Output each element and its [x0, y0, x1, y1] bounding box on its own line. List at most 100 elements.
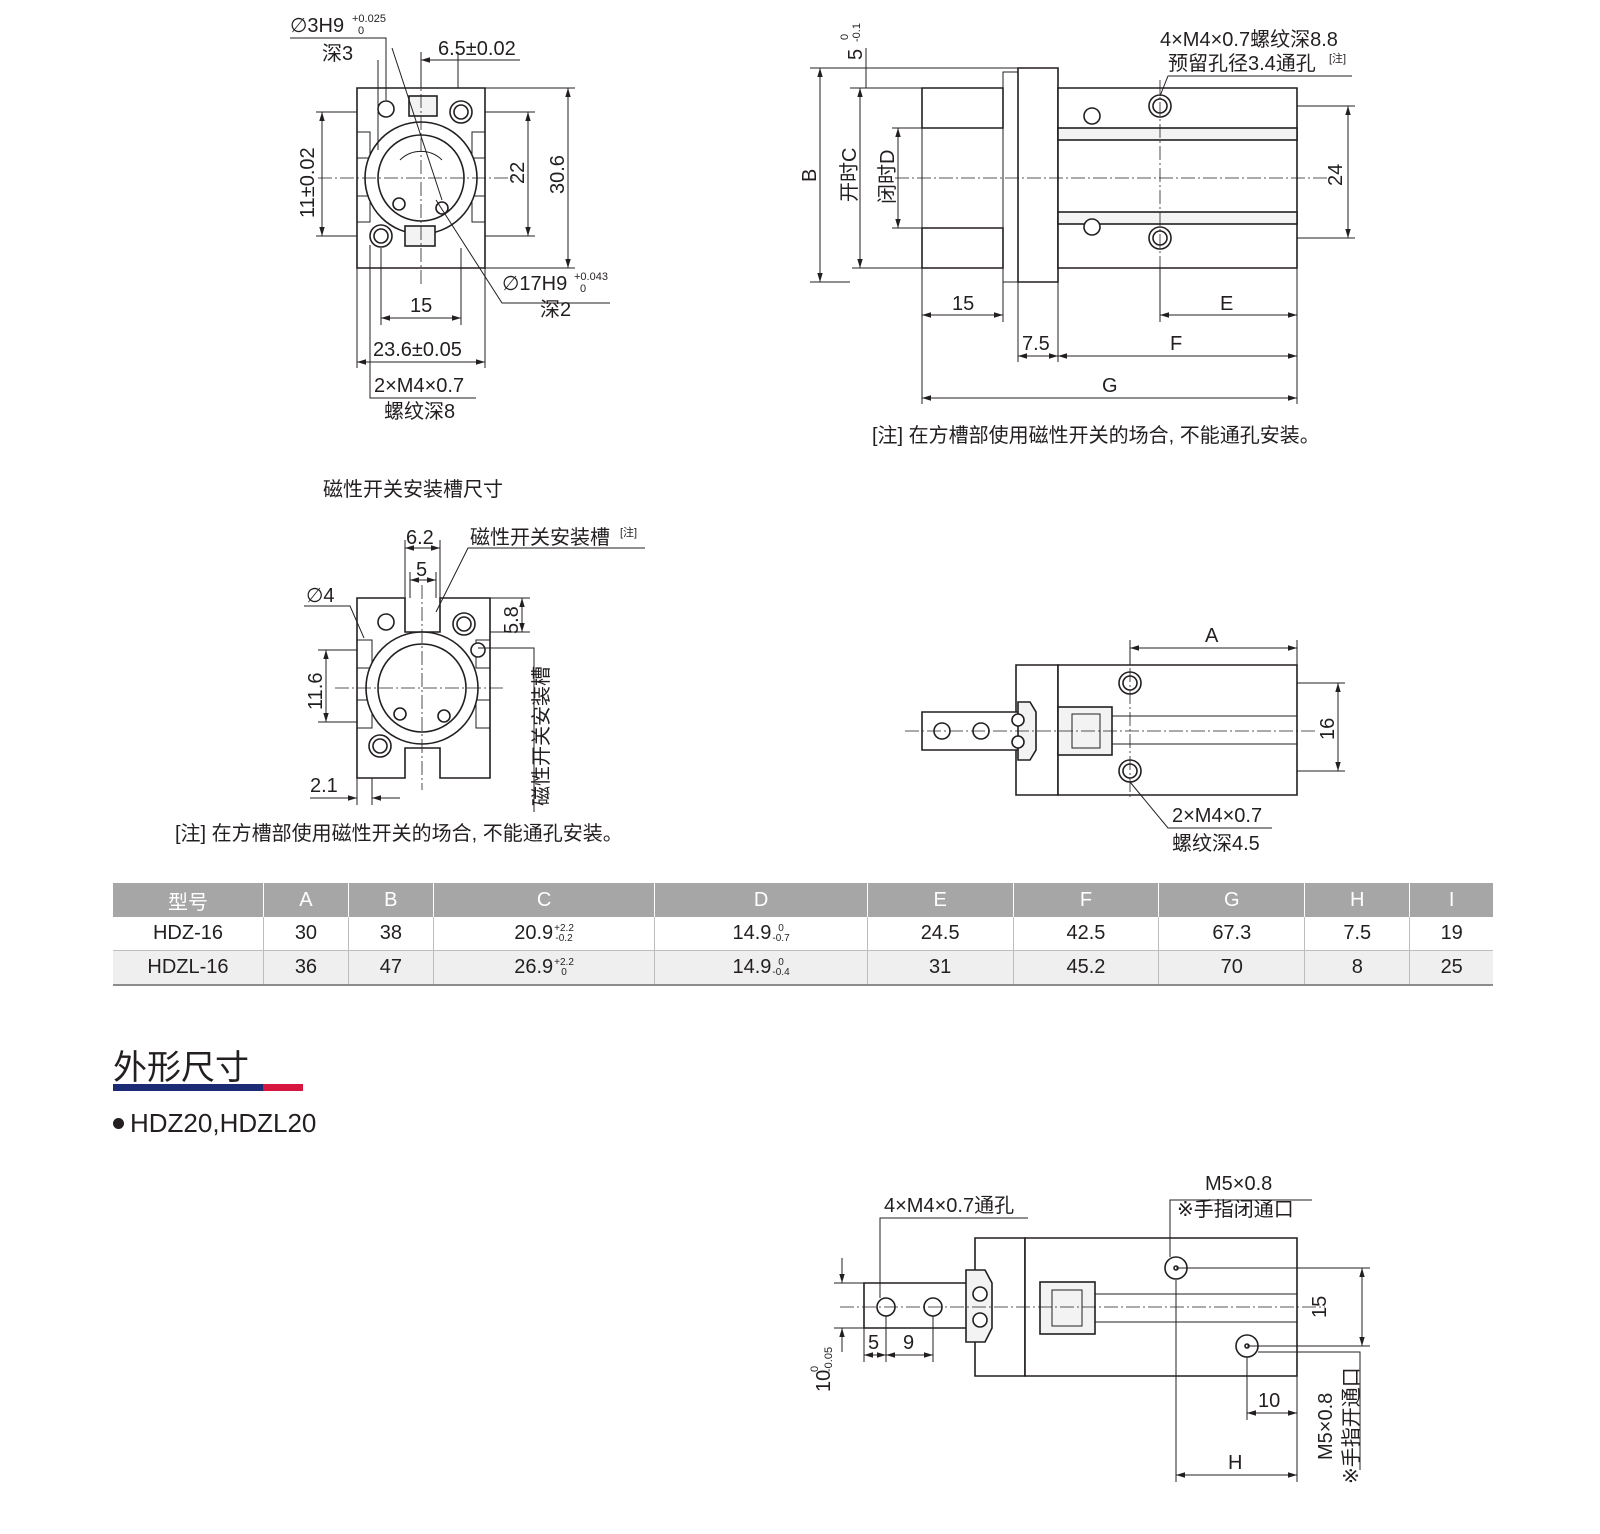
model-line: HDZ20,HDZL20	[113, 1108, 316, 1139]
front-hole-small-depth: 深3	[322, 42, 353, 65]
hdz20-dim-10: 10	[813, 1370, 835, 1392]
header-i: I	[1409, 883, 1493, 917]
slot-dim-5-8: 5.8	[501, 606, 523, 634]
cell-c-lower: 0	[561, 966, 567, 978]
slot-view-drawing: 磁性开关安装槽尺寸 6.2 磁性	[175, 478, 645, 845]
header-g: G	[1158, 883, 1306, 917]
side-label-b: B	[799, 169, 821, 182]
cell-f: 42.5	[1013, 917, 1160, 951]
cell-d-lower: -0.4	[772, 966, 790, 978]
header-a: A	[263, 883, 349, 917]
front-hole-small-tol-upper: +0.025	[352, 13, 386, 25]
side-label-e: E	[1220, 293, 1233, 315]
front-thread-depth: 螺纹深8	[384, 400, 455, 423]
front-dim-top: 6.5±0.02	[438, 38, 516, 60]
side-note: [注] 在方槽部使用磁性开关的场合, 不能通孔安装。	[872, 424, 1320, 447]
spec-table-header-row: 型号 A B C D E F G H I	[113, 883, 1493, 917]
cell-g: 70	[1158, 950, 1306, 986]
top-view-drawing: A 16 2×M4×0.7 螺纹深4.5	[905, 625, 1345, 855]
top-label-a: A	[1205, 625, 1219, 647]
slot-title: 磁性开关安装槽尺寸	[323, 478, 503, 501]
side-label-open: 开时C	[838, 148, 861, 202]
header-h: H	[1304, 883, 1411, 917]
front-dim-30-6: 30.6	[547, 155, 569, 194]
top-thread: 2×M4×0.7	[1172, 805, 1262, 827]
hdz20-dim-10b: 10	[1258, 1390, 1280, 1412]
header-e: E	[867, 883, 1014, 917]
spec-table: 型号 A B C D E F G H I HDZ-16 30 38 20.9+2…	[113, 883, 1493, 986]
hdz20-dim-10-tol-upper: 0	[809, 1366, 821, 1372]
hdz20-view-drawing: 4×M4×0.7通孔 M5×0.8 ※手指闭通口 15 10 0 -0.05 5…	[809, 1173, 1370, 1484]
top-dim-16: 16	[1317, 718, 1339, 740]
header-f: F	[1013, 883, 1160, 917]
front-thread: 2×M4×0.7	[374, 375, 464, 397]
cell-i: 25	[1409, 950, 1493, 986]
hdz20-thread: 4×M4×0.7通孔	[884, 1194, 1014, 1217]
section-title: 外形尺寸	[113, 1049, 249, 1087]
side-label-closed: 闭时D	[876, 150, 899, 204]
hdz20-dim-15: 15	[1309, 1296, 1331, 1318]
cell-f: 45.2	[1013, 950, 1160, 986]
cell-d-tolerance: 0-0.7	[772, 923, 790, 944]
front-hole-large-tol-lower: 0	[580, 283, 586, 295]
front-hole-large-tol-upper: +0.043	[574, 271, 608, 283]
cell-c-upper: +2.2	[554, 922, 574, 934]
hdz20-dim-5: 5	[868, 1332, 879, 1354]
front-dim-left: 11±0.02	[297, 147, 319, 218]
section-title-underline	[113, 1084, 303, 1091]
cell-b: 47	[348, 950, 434, 986]
cell-c-value: 26.9	[514, 956, 554, 978]
underline-blue	[113, 1084, 263, 1091]
cell-h: 8	[1304, 950, 1411, 986]
cell-c-value: 20.9	[514, 922, 554, 944]
cell-c-lower: -0.2	[555, 932, 573, 944]
side-dim-5-tol-upper: 0	[839, 34, 851, 40]
cell-i: 19	[1409, 917, 1493, 951]
hdz20-label-h: H	[1228, 1452, 1242, 1474]
header-model: 型号	[113, 883, 264, 917]
side-dim-5-tol-lower: -0.1	[851, 23, 863, 42]
underline-red	[263, 1084, 303, 1091]
side-label-f: F	[1170, 333, 1182, 355]
front-view-drawing: ∅3H9 +0.025 0 深3 6.5±0.02 11±0.02 22 30.…	[290, 13, 610, 423]
slot-note: [注] 在方槽部使用磁性开关的场合, 不能通孔安装。	[175, 822, 623, 845]
hdz20-dim-10-tol-lower: -0.05	[823, 1347, 835, 1372]
slot-label: 磁性开关安装槽	[470, 526, 610, 549]
header-b: B	[348, 883, 434, 917]
cell-a: 36	[263, 950, 349, 986]
side-view-drawing: 5 0 -0.1 4×M4×0.7螺纹深8.8 预留孔径3.4通孔 [注] B …	[799, 23, 1355, 447]
side-note-mark: [注]	[1329, 51, 1346, 65]
slot-dim-phi4: ∅4	[306, 585, 335, 607]
side-dim-24: 24	[1325, 164, 1347, 186]
cell-d-upper: 0	[778, 956, 784, 968]
bullet-icon	[113, 1117, 124, 1129]
cell-c-tolerance: +2.2-0.2	[554, 922, 574, 944]
front-dim-22: 22	[507, 162, 529, 184]
cell-c: 20.9+2.2-0.2	[433, 917, 656, 951]
side-dim-7-5: 7.5	[1022, 333, 1050, 355]
side-label-g: G	[1102, 375, 1118, 397]
slot-label-vertical: 磁性开关安装槽	[530, 666, 553, 806]
cell-d-tolerance: 0-0.4	[772, 956, 790, 978]
front-hole-small: ∅3H9	[290, 15, 344, 37]
cell-model: HDZ-16	[113, 917, 264, 951]
top-thread-depth: 螺纹深4.5	[1172, 832, 1260, 855]
front-dim-15: 15	[410, 295, 432, 317]
hdz20-port-close-label: ※手指闭通口	[1177, 1198, 1294, 1221]
cell-g: 67.3	[1158, 917, 1306, 951]
front-hole-large-depth: 深2	[540, 298, 571, 321]
front-dim-bottom: 23.6±0.05	[373, 339, 462, 361]
slot-dim-11-6: 11.6	[305, 673, 327, 710]
cell-b: 38	[348, 917, 434, 951]
cell-d-lower: -0.7	[772, 932, 790, 944]
side-dim-15: 15	[952, 293, 974, 315]
hdz20-port-open-label: ※手指开通口	[1340, 1367, 1363, 1484]
front-hole-small-tol-lower: 0	[358, 25, 364, 37]
